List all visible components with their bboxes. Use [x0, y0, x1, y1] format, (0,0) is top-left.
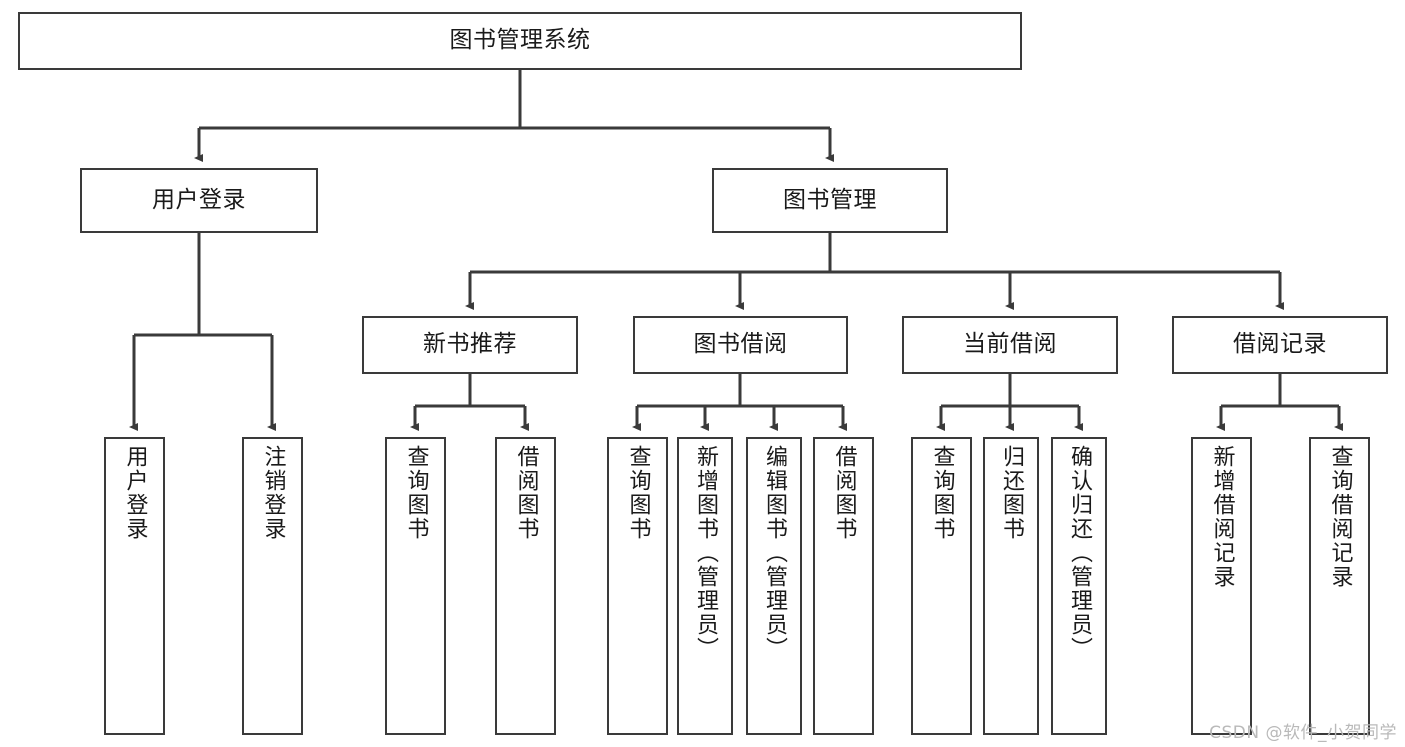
node-leaf-query-book-current[interactable]: 查询图书: [911, 437, 972, 735]
node-new-book-recommend[interactable]: 新书推荐: [362, 316, 578, 374]
node-current-borrow-label: 当前借阅: [963, 331, 1057, 358]
node-leaf-borrow-book-label: 借阅图书: [831, 445, 857, 541]
node-leaf-add-book-admin-label: 新增图书（管理员）: [693, 445, 718, 661]
node-root[interactable]: 图书管理系统: [18, 12, 1022, 70]
node-user-login[interactable]: 用户登录: [80, 168, 318, 233]
node-leaf-borrow-book[interactable]: 借阅图书: [813, 437, 874, 735]
node-book-management-label: 图书管理: [783, 186, 877, 213]
node-leaf-return-book-label: 归还图书: [999, 445, 1024, 541]
node-leaf-borrow-book-recommend[interactable]: 借阅图书: [495, 437, 556, 735]
node-leaf-add-borrow-record[interactable]: 新增借阅记录: [1191, 437, 1252, 735]
node-new-book-recommend-label: 新书推荐: [423, 331, 517, 358]
node-leaf-edit-book-admin[interactable]: 编辑图书（管理员）: [746, 437, 802, 735]
node-borrow-record-label: 借阅记录: [1233, 331, 1327, 358]
node-user-login-label: 用户登录: [152, 186, 246, 213]
node-leaf-return-book[interactable]: 归还图书: [983, 437, 1039, 735]
node-book-borrow[interactable]: 图书借阅: [633, 316, 848, 374]
node-root-label: 图书管理系统: [449, 27, 591, 54]
node-leaf-borrow-book-recommend-label: 借阅图书: [513, 445, 539, 541]
node-leaf-query-book-current-label: 查询图书: [929, 445, 955, 541]
node-leaf-query-book-recommend[interactable]: 查询图书: [385, 437, 446, 735]
node-borrow-record[interactable]: 借阅记录: [1172, 316, 1388, 374]
node-book-borrow-label: 图书借阅: [693, 331, 788, 358]
node-book-management[interactable]: 图书管理: [712, 168, 948, 233]
node-leaf-add-borrow-record-label: 新增借阅记录: [1209, 445, 1235, 589]
node-leaf-query-book-borrow[interactable]: 查询图书: [607, 437, 668, 735]
csdn-watermark: CSDN @软件_小贺同学: [1209, 723, 1397, 743]
node-leaf-confirm-return-admin-label: 确认归还（管理员）: [1067, 445, 1092, 661]
node-leaf-logout-label: 注销登录: [260, 445, 286, 541]
node-current-borrow[interactable]: 当前借阅: [902, 316, 1118, 374]
node-leaf-confirm-return-admin[interactable]: 确认归还（管理员）: [1051, 437, 1107, 735]
node-leaf-add-book-admin[interactable]: 新增图书（管理员）: [677, 437, 733, 735]
node-leaf-query-borrow-record-label: 查询借阅记录: [1327, 445, 1353, 589]
node-leaf-query-book-recommend-label: 查询图书: [403, 445, 429, 541]
node-leaf-logout[interactable]: 注销登录: [242, 437, 303, 735]
node-leaf-edit-book-admin-label: 编辑图书（管理员）: [762, 445, 787, 661]
node-leaf-user-login-label: 用户登录: [122, 445, 148, 541]
node-leaf-query-book-borrow-label: 查询图书: [625, 445, 651, 541]
node-leaf-user-login[interactable]: 用户登录: [104, 437, 165, 735]
node-leaf-query-borrow-record[interactable]: 查询借阅记录: [1309, 437, 1370, 735]
